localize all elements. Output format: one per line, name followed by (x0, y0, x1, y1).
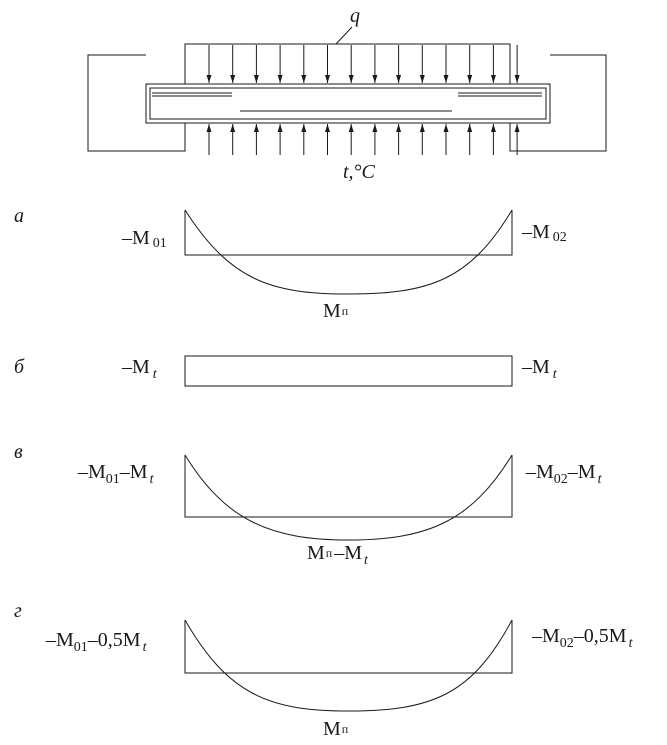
temperature-arrow (443, 124, 449, 155)
load-arrow (206, 45, 212, 83)
load-label: q (350, 5, 360, 27)
diagram-baseline (184, 455, 513, 518)
left-support (87, 54, 186, 152)
load-arrow (277, 45, 283, 83)
temperature-arrow (490, 124, 496, 155)
span-moment-label: Mп (323, 300, 349, 322)
span-moment-label: Mп (323, 718, 349, 740)
q-leader-line (335, 26, 353, 45)
beam-inner (149, 87, 547, 120)
diagram-letter: б (14, 356, 25, 378)
moment-curve (184, 619, 513, 712)
beam-scheme: q t,°C (87, 5, 607, 183)
moment-curve (184, 454, 513, 541)
right-support (509, 54, 607, 152)
load-arrow (490, 45, 496, 83)
load-arrow (443, 45, 449, 83)
load-arrow (467, 45, 473, 83)
temperature-arrow (372, 124, 378, 155)
temperature-label: t,°C (343, 161, 376, 183)
load-arrow (372, 45, 378, 83)
diagram-letter: г (14, 600, 22, 622)
temperature-arrows (206, 124, 520, 155)
load-arrow (419, 45, 425, 83)
load-arrow (348, 45, 354, 83)
temperature-arrow (419, 124, 425, 155)
load-top-line (184, 43, 511, 84)
diagram-baseline (184, 210, 513, 256)
load-arrow (230, 45, 236, 83)
temperature-arrow (277, 124, 283, 155)
load-arrow (514, 45, 520, 83)
moment-curve (184, 209, 513, 295)
temperature-arrow (325, 124, 330, 155)
diagram-letter: в (14, 441, 23, 463)
diagram-baseline (184, 620, 513, 674)
temperature-arrow (348, 124, 354, 155)
reinforcement-lines (152, 92, 542, 112)
diagram-letter: а (14, 205, 24, 227)
temperature-arrow (514, 124, 520, 155)
load-arrows (206, 45, 520, 83)
temperature-arrow (253, 124, 259, 155)
load-arrow (301, 45, 307, 83)
temperature-arrow (206, 124, 212, 155)
load-arrow (396, 45, 402, 83)
temperature-arrow (301, 124, 307, 155)
temperature-arrow (467, 124, 473, 155)
temperature-arrow (396, 124, 402, 155)
temperature-moment-rect (184, 355, 513, 387)
temperature-arrow (230, 124, 236, 155)
load-arrow (253, 45, 259, 83)
beam-outer (145, 83, 551, 124)
load-arrow (325, 45, 330, 83)
